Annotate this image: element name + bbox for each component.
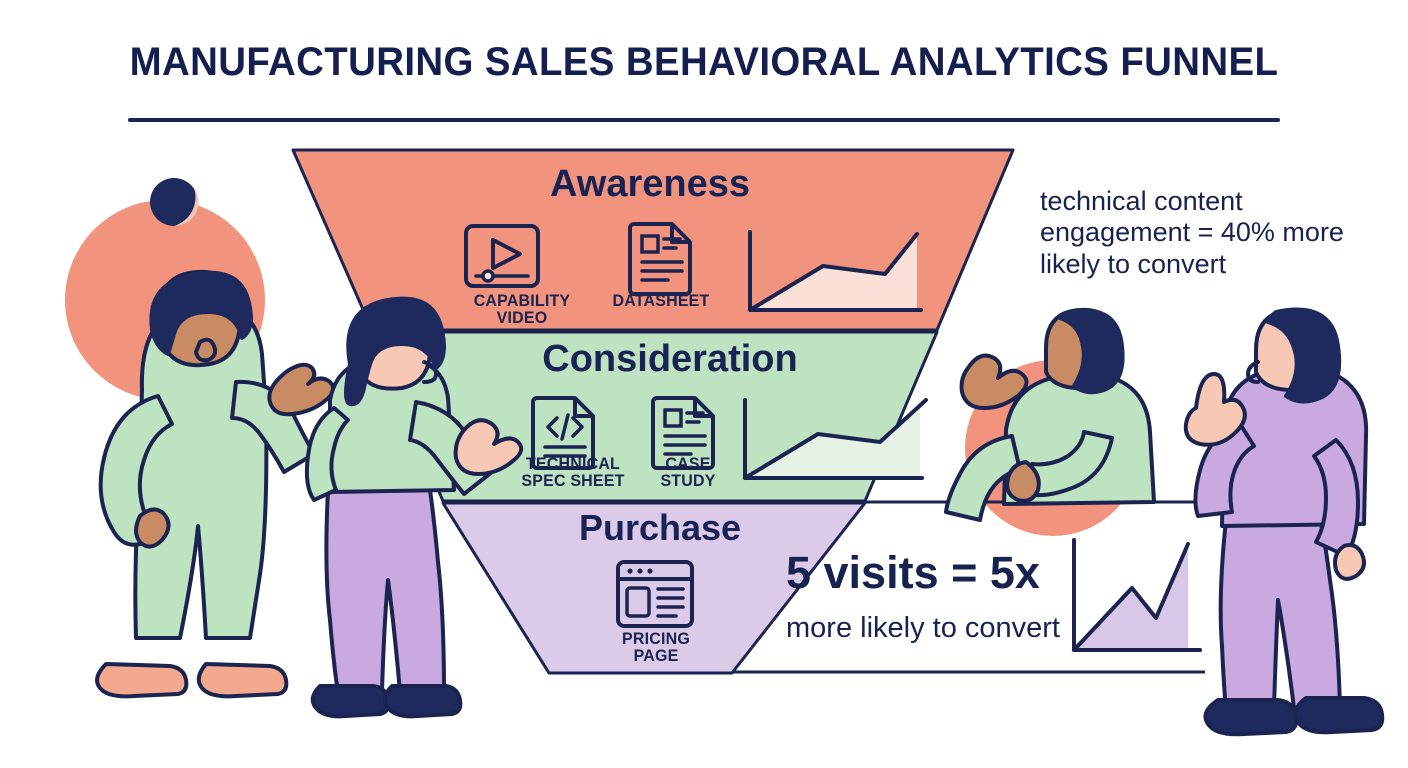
- chart-awareness: [748, 230, 923, 312]
- icon-label-line2: VIDEO: [496, 308, 548, 328]
- icon-label-line1: DATASHEET: [612, 291, 710, 310]
- code-document-icon: [531, 396, 595, 470]
- icon-label-line2: STUDY: [660, 471, 716, 491]
- browser-window-icon: [616, 560, 694, 628]
- callout-visits-headline: 5 visits = 5x: [786, 547, 1040, 598]
- icon-label-line1: PRICING: [622, 629, 690, 648]
- chart-purchase: [1072, 538, 1202, 652]
- callout-technical-content: technical content engagement = 40% more …: [1040, 186, 1344, 279]
- title-block: MANUFACTURING SALES BEHAVIORAL ANALYTICS…: [0, 40, 1408, 85]
- chart-consideration: [743, 398, 928, 480]
- video-player-icon: [464, 224, 540, 288]
- icon-label-line2: SPEC SHEET: [521, 471, 625, 491]
- icon-label-line1: CASE: [665, 454, 711, 473]
- document-datasheet-icon: [628, 222, 692, 296]
- icon-label-technical-spec-sheet: TECHNICAL SPEC SHEET: [512, 455, 634, 490]
- callout-visits-subline: more likely to convert: [786, 612, 1060, 644]
- icon-label-case-study: CASE STUDY: [643, 455, 733, 490]
- icon-label-line1: TECHNICAL: [525, 454, 620, 473]
- decorative-dot-left: [150, 178, 199, 227]
- document-casestudy-icon: [651, 396, 715, 470]
- icon-label-datasheet: DATASHEET: [600, 291, 722, 310]
- page-title: MANUFACTURING SALES BEHAVIORAL ANALYTICS…: [129, 40, 1279, 84]
- title-divider: [128, 118, 1280, 122]
- icon-label-line2: PAGE: [633, 646, 679, 666]
- tier-title-awareness: Awareness: [550, 163, 750, 205]
- tier-title-purchase: Purchase: [578, 507, 742, 548]
- tier-title-consideration: Consideration: [542, 338, 798, 380]
- icon-label-capability-video: CAPABILITY VIDEO: [447, 292, 597, 327]
- icon-label-pricing-page: PRICING PAGE: [601, 630, 712, 665]
- icon-label-line1: CAPABILITY: [473, 291, 571, 310]
